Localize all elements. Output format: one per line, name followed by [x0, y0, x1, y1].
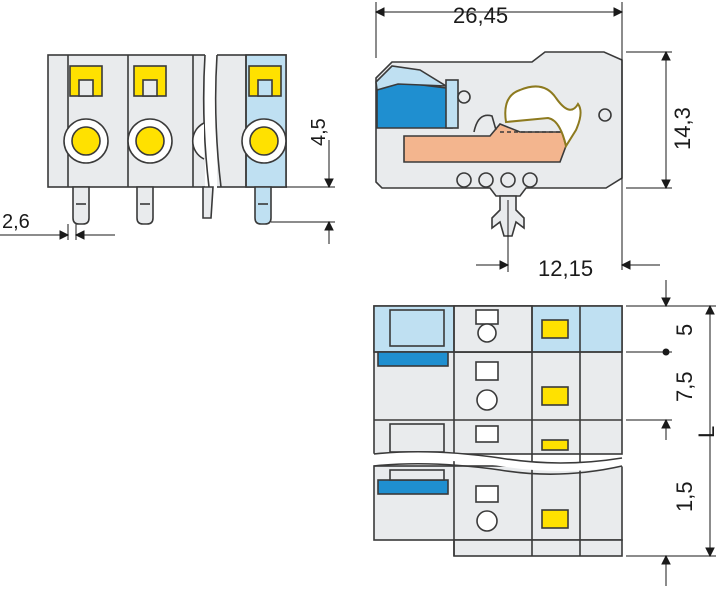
top-button-4: [541, 509, 569, 529]
top-button-1: [541, 319, 569, 339]
wire-entry-1: [63, 118, 109, 164]
dim-pin-offset: 12,15: [538, 256, 593, 281]
side-clamp-spring: [504, 85, 582, 149]
dim-pin-height: 4,5: [308, 118, 330, 146]
dim-pitch: 7,5: [672, 371, 697, 402]
top-housing-foot: [453, 539, 623, 557]
side-view: [375, 51, 623, 237]
dim-overall-length: 26,45: [453, 3, 508, 28]
release-button-2: [133, 65, 167, 97]
top-button-3: [541, 439, 569, 451]
top-button-2: [541, 386, 569, 406]
opening-pole-1: [475, 309, 499, 343]
dim-pin-width: 2,6: [2, 211, 30, 233]
side-dimensions: [374, 2, 672, 272]
opening-pole-3: [475, 425, 499, 443]
test-pin-4: [254, 186, 272, 225]
top-break: [370, 451, 626, 471]
test-pin-2: [136, 186, 154, 225]
test-pin-1: [72, 186, 90, 225]
front-dimensions: [0, 140, 335, 244]
release-button-3: [248, 65, 282, 97]
test-pin-3: [202, 186, 214, 219]
top-view: [370, 305, 626, 557]
opening-pole-2: [475, 361, 499, 411]
wire-entry-3: [241, 118, 287, 164]
top-dimensions: [626, 280, 716, 586]
wire-entry-2: [127, 118, 173, 164]
dim-total-length: L: [694, 426, 719, 438]
dim-pin-spacing: 1,5: [672, 481, 697, 512]
dim-height: 14,3: [670, 107, 695, 150]
front-view: [47, 50, 287, 225]
opening-pole-4: [475, 485, 499, 532]
side-blue-lever: [376, 81, 453, 129]
dim-first-pole: 5: [672, 324, 697, 336]
release-button-1: [69, 65, 103, 97]
